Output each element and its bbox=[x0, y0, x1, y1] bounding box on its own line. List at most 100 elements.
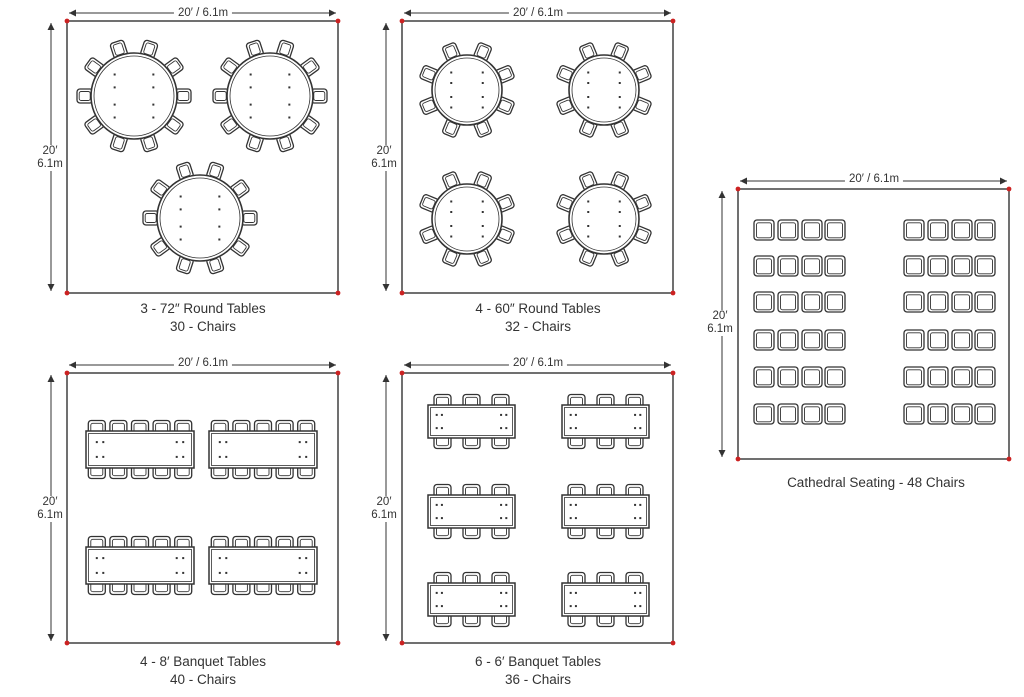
place-setting-marks bbox=[450, 200, 484, 238]
width-dimension-label: 20′ / 6.1m bbox=[508, 7, 568, 19]
chair bbox=[974, 291, 996, 313]
banquet-table bbox=[208, 419, 318, 480]
banquet-table bbox=[561, 483, 650, 540]
room-boundary bbox=[66, 372, 339, 644]
corner-dot bbox=[670, 18, 676, 24]
corner-dot bbox=[399, 370, 405, 376]
table-edge bbox=[93, 55, 175, 137]
layout-caption: 4 - 8′ Banquet Tables 40 - Chairs bbox=[103, 653, 303, 689]
table-top bbox=[226, 52, 314, 140]
height-dimension-label: 20′ 6.1m bbox=[37, 496, 63, 522]
banquet-table bbox=[208, 535, 318, 596]
chair bbox=[927, 255, 949, 277]
corner-dot bbox=[64, 18, 70, 24]
table-edge bbox=[88, 549, 192, 582]
table-top bbox=[568, 183, 640, 255]
table-top bbox=[431, 54, 503, 126]
table-top bbox=[561, 404, 650, 439]
chair bbox=[903, 366, 925, 388]
chair bbox=[753, 291, 775, 313]
place-setting-marks bbox=[569, 413, 642, 430]
layout-title: 4 - 8′ Banquet Tables bbox=[139, 654, 267, 669]
chair bbox=[903, 403, 925, 425]
chair bbox=[753, 366, 775, 388]
width-dimension-label: 20′ / 6.1m bbox=[844, 173, 904, 185]
chair bbox=[951, 366, 973, 388]
place-setting-marks bbox=[569, 503, 642, 520]
chair bbox=[753, 403, 775, 425]
chair bbox=[974, 219, 996, 241]
room-boundary bbox=[401, 372, 674, 644]
table-edge bbox=[229, 55, 311, 137]
height-dimension-label: 20′ 6.1m bbox=[371, 145, 397, 171]
corner-dot bbox=[670, 290, 676, 296]
layout-title: Cathedral Seating - 48 Chairs bbox=[787, 475, 965, 490]
table-top bbox=[156, 174, 244, 262]
chair bbox=[824, 255, 846, 277]
table-edge bbox=[211, 433, 315, 466]
round-table bbox=[556, 171, 652, 267]
place-setting-marks bbox=[95, 557, 185, 574]
chair bbox=[903, 291, 925, 313]
layout-chair-count: 32 - Chairs bbox=[504, 319, 572, 334]
table-top bbox=[561, 582, 650, 617]
table-edge bbox=[430, 497, 513, 526]
chair bbox=[903, 255, 925, 277]
chair bbox=[777, 291, 799, 313]
chair bbox=[824, 219, 846, 241]
chair bbox=[903, 329, 925, 351]
table-edge bbox=[434, 57, 500, 123]
place-setting-marks bbox=[587, 71, 621, 109]
table-top bbox=[208, 430, 318, 469]
table-top bbox=[85, 430, 195, 469]
corner-dot bbox=[64, 640, 70, 646]
chair bbox=[801, 291, 823, 313]
corner-dot bbox=[399, 640, 405, 646]
banquet-table bbox=[427, 483, 516, 540]
table-top bbox=[431, 183, 503, 255]
cathedral-chair-rows bbox=[753, 219, 996, 425]
table-top bbox=[85, 546, 195, 585]
width-dimension-label: 20′ / 6.1m bbox=[173, 357, 233, 369]
table-top bbox=[561, 494, 650, 529]
chair bbox=[974, 366, 996, 388]
layout-chair-count: 30 - Chairs bbox=[169, 319, 237, 334]
table-edge bbox=[434, 186, 500, 252]
chair bbox=[951, 255, 973, 277]
layout-caption: 3 - 72″ Round Tables 30 - Chairs bbox=[103, 300, 303, 336]
chair bbox=[777, 403, 799, 425]
chair bbox=[903, 219, 925, 241]
room-boundary bbox=[401, 20, 674, 294]
corner-dot bbox=[735, 186, 741, 192]
chair bbox=[824, 403, 846, 425]
corner-dot bbox=[335, 290, 341, 296]
place-setting-marks bbox=[435, 591, 508, 608]
room-boundary bbox=[737, 188, 1010, 460]
layout-title: 3 - 72″ Round Tables bbox=[140, 301, 266, 316]
banquet-table bbox=[427, 571, 516, 628]
place-setting-marks bbox=[179, 195, 221, 241]
chair bbox=[951, 291, 973, 313]
chair bbox=[927, 219, 949, 241]
height-dimension-label: 20′ 6.1m bbox=[37, 145, 63, 171]
chair bbox=[951, 403, 973, 425]
table-top bbox=[568, 54, 640, 126]
corner-dot bbox=[64, 290, 70, 296]
chair bbox=[951, 219, 973, 241]
table-edge bbox=[571, 186, 637, 252]
chair bbox=[753, 255, 775, 277]
round-table bbox=[76, 39, 192, 153]
layout-chair-count: 40 - Chairs bbox=[169, 672, 237, 687]
corner-dot bbox=[64, 370, 70, 376]
chair bbox=[974, 329, 996, 351]
chair bbox=[927, 329, 949, 351]
width-dimension-label: 20′ / 6.1m bbox=[508, 357, 568, 369]
banquet-table bbox=[561, 571, 650, 628]
chair bbox=[777, 366, 799, 388]
corner-dot bbox=[670, 640, 676, 646]
place-setting-marks bbox=[249, 73, 291, 119]
banquet-table bbox=[85, 419, 195, 480]
chair bbox=[777, 255, 799, 277]
chair bbox=[824, 291, 846, 313]
